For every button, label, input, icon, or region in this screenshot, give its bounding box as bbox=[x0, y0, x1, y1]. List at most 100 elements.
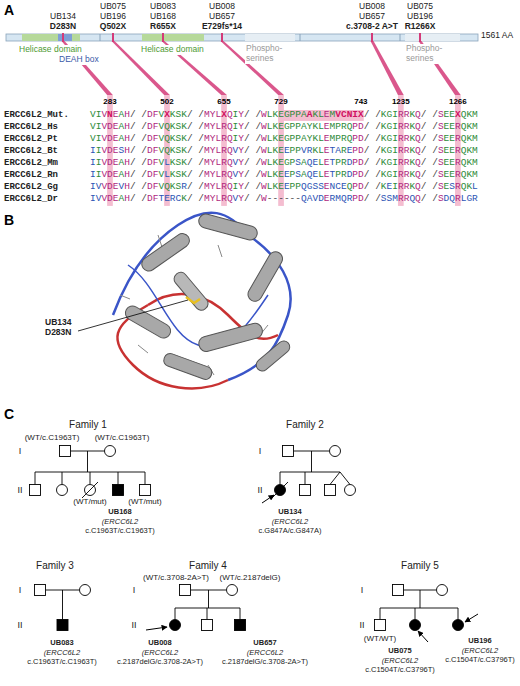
residue: K bbox=[409, 109, 415, 120]
residue: K bbox=[170, 181, 176, 192]
residue: E bbox=[284, 145, 290, 156]
residue: E bbox=[113, 133, 119, 144]
residue: M bbox=[330, 109, 336, 120]
residue: W bbox=[261, 145, 267, 156]
residue: K bbox=[312, 109, 318, 120]
residue: K bbox=[312, 121, 318, 132]
pedigree-line bbox=[175, 608, 240, 609]
residue: I bbox=[90, 193, 96, 204]
residue: / bbox=[198, 157, 204, 168]
residue: Y bbox=[210, 145, 216, 156]
gene-label: (ERCC6L2 bbox=[462, 647, 498, 656]
residue: D bbox=[147, 121, 153, 132]
residue: / bbox=[198, 193, 204, 204]
residue: D bbox=[147, 109, 153, 120]
residue: Y bbox=[238, 121, 244, 132]
residue: R bbox=[455, 193, 461, 204]
residue: H bbox=[124, 121, 130, 132]
residue: L bbox=[318, 145, 324, 156]
residue: Q bbox=[461, 145, 467, 156]
residue: D bbox=[347, 169, 353, 180]
residue: / bbox=[141, 121, 147, 132]
residue: R bbox=[455, 157, 461, 168]
residue: Q bbox=[341, 193, 347, 204]
residue: S bbox=[176, 121, 182, 132]
residue: N bbox=[330, 181, 336, 192]
residue bbox=[250, 181, 256, 192]
residue: E bbox=[278, 157, 284, 168]
residue bbox=[369, 133, 375, 144]
residue: R bbox=[307, 145, 313, 156]
residue: L bbox=[215, 145, 221, 156]
residue: / bbox=[130, 133, 136, 144]
mutation-site bbox=[186, 297, 200, 303]
residue: R bbox=[398, 145, 404, 156]
residue: G bbox=[387, 157, 393, 168]
pedigree-line bbox=[207, 608, 208, 620]
residue: L bbox=[267, 145, 273, 156]
residue: A bbox=[307, 109, 313, 120]
residue: I bbox=[352, 109, 358, 120]
residue: E bbox=[324, 157, 330, 168]
residue: / bbox=[421, 193, 427, 204]
side-chains bbox=[120, 235, 268, 375]
residue: E bbox=[278, 145, 284, 156]
residue: S bbox=[438, 169, 444, 180]
residue: E bbox=[278, 169, 284, 180]
pedigree-line bbox=[420, 590, 421, 608]
residue: Y bbox=[210, 169, 216, 180]
residue: W bbox=[261, 157, 267, 168]
residue: I bbox=[233, 121, 239, 132]
patient-id: UB657 bbox=[359, 12, 385, 22]
residue: A bbox=[119, 193, 125, 204]
residue: K bbox=[273, 109, 279, 120]
residue bbox=[193, 145, 199, 156]
patient-id: UB008 bbox=[209, 2, 235, 12]
residue: K bbox=[312, 145, 318, 156]
residue: Q bbox=[415, 181, 421, 192]
residue: S bbox=[438, 109, 444, 120]
residue: P bbox=[290, 145, 296, 156]
residue: K bbox=[409, 169, 415, 180]
helicase-segment bbox=[142, 34, 204, 41]
species-name: ERCC6L2_Dr bbox=[4, 194, 58, 204]
residue: A bbox=[301, 169, 307, 180]
species-name: ERCC6L2_Mut. bbox=[4, 110, 69, 120]
residue: L bbox=[267, 181, 273, 192]
residue: V bbox=[158, 181, 164, 192]
male-symbol bbox=[325, 485, 336, 496]
helix bbox=[254, 339, 292, 374]
residue: E bbox=[387, 181, 393, 192]
residue: L bbox=[215, 157, 221, 168]
residue: E bbox=[324, 121, 330, 132]
residue: / bbox=[364, 181, 370, 192]
residue: S bbox=[176, 181, 182, 192]
residue: P bbox=[352, 157, 358, 168]
residue: E bbox=[113, 181, 119, 192]
patient-id: UB075 bbox=[388, 647, 411, 656]
residue: S bbox=[449, 181, 455, 192]
pedigree-line bbox=[62, 590, 63, 620]
family-title: Family 1 bbox=[69, 419, 107, 431]
residue: / bbox=[375, 157, 381, 168]
genotype-label: (WT/c.3708-2A>T) bbox=[143, 573, 209, 582]
residue: C bbox=[335, 181, 341, 192]
residue: R bbox=[221, 145, 227, 156]
generation-label: I bbox=[19, 585, 22, 595]
proband-arrow bbox=[465, 614, 478, 622]
residue: A bbox=[301, 121, 307, 132]
pedigree-line bbox=[305, 472, 306, 485]
residue: L bbox=[461, 193, 467, 204]
residue: E bbox=[312, 169, 318, 180]
mutation-label: D283N bbox=[50, 22, 76, 32]
residue: / bbox=[244, 157, 250, 168]
residue: D bbox=[444, 193, 450, 204]
pedigree-line bbox=[90, 472, 91, 485]
residue: D bbox=[107, 181, 113, 192]
residue: D bbox=[107, 145, 113, 156]
residue: K bbox=[466, 145, 472, 156]
male-symbol bbox=[140, 485, 151, 496]
helix bbox=[123, 303, 173, 340]
residue: / bbox=[364, 157, 370, 168]
residue: Q bbox=[307, 169, 313, 180]
